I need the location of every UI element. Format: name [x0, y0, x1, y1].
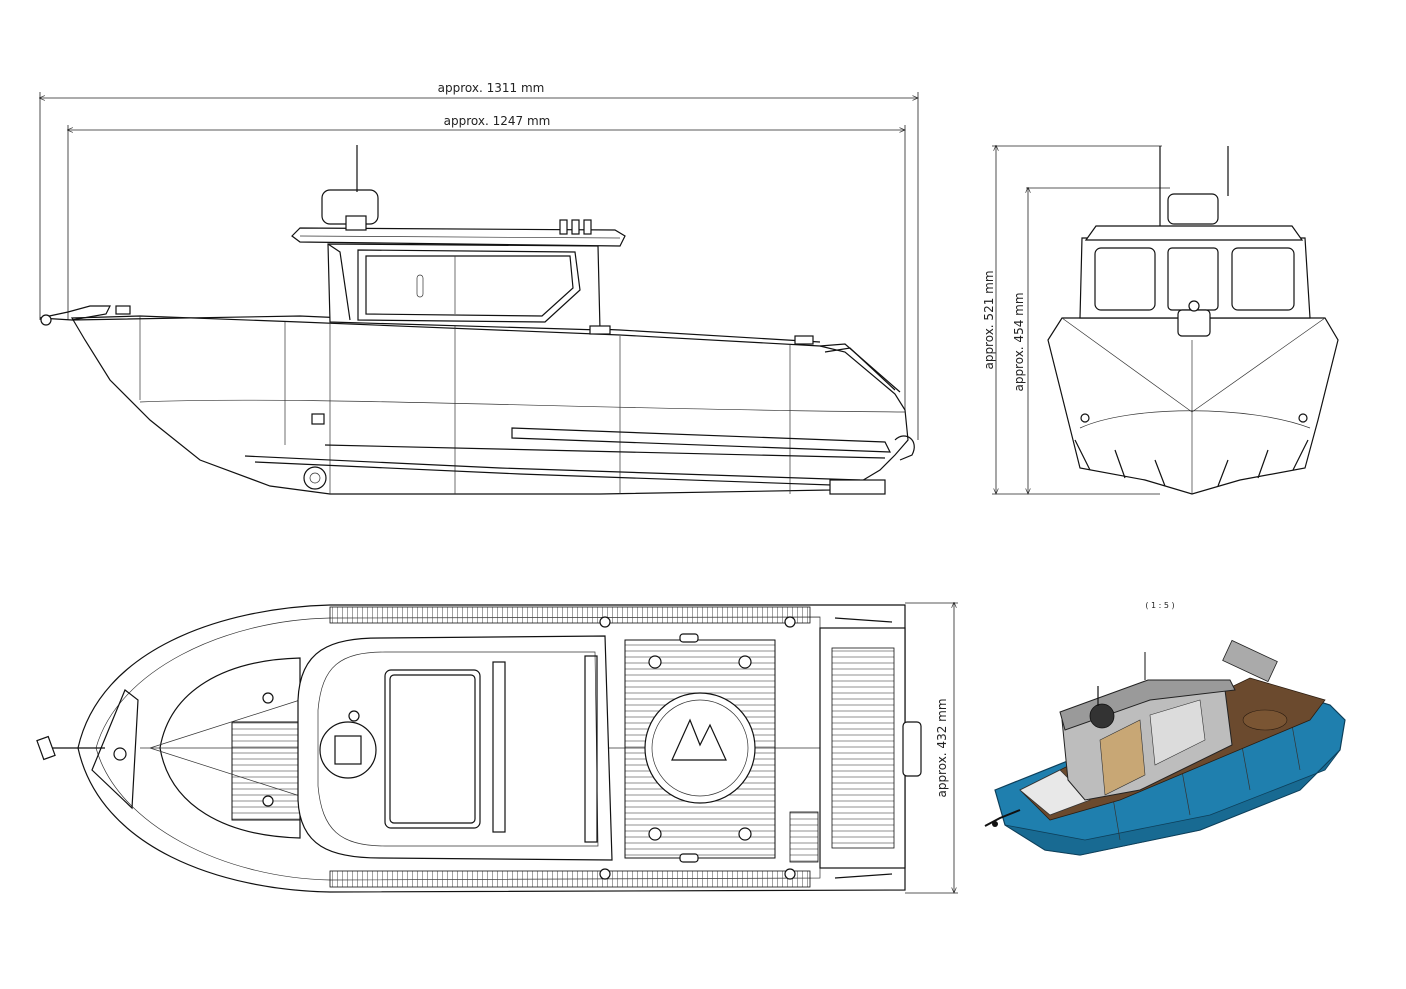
- top-view: [36, 603, 958, 893]
- front-overall-height-dimension: [992, 146, 1162, 494]
- front-hull-outline: [1047, 317, 1339, 495]
- side-overall-dimension: [40, 92, 918, 440]
- side-cabin: [327, 243, 601, 331]
- top-cabin-roof: [297, 635, 613, 861]
- front-overall-height-label: approx. 521 mm: [982, 270, 996, 369]
- isometric-view: [984, 639, 1346, 856]
- side-hull-length-label: approx. 1247 mm: [444, 114, 551, 128]
- top-beam-dimension: [905, 603, 958, 893]
- front-view: [992, 146, 1339, 495]
- side-view: [40, 92, 918, 495]
- front-hull-height-dimension: [1026, 188, 1170, 494]
- scale-label: ( 1 : 5 ): [1145, 601, 1174, 610]
- top-beam-label: approx. 432 mm: [935, 698, 949, 797]
- side-hull-dimension: [68, 125, 905, 410]
- front-hull-height-label: approx. 454 mm: [1012, 292, 1026, 391]
- side-hull-outline: [70, 315, 909, 495]
- side-overall-length-label: approx. 1311 mm: [438, 81, 545, 95]
